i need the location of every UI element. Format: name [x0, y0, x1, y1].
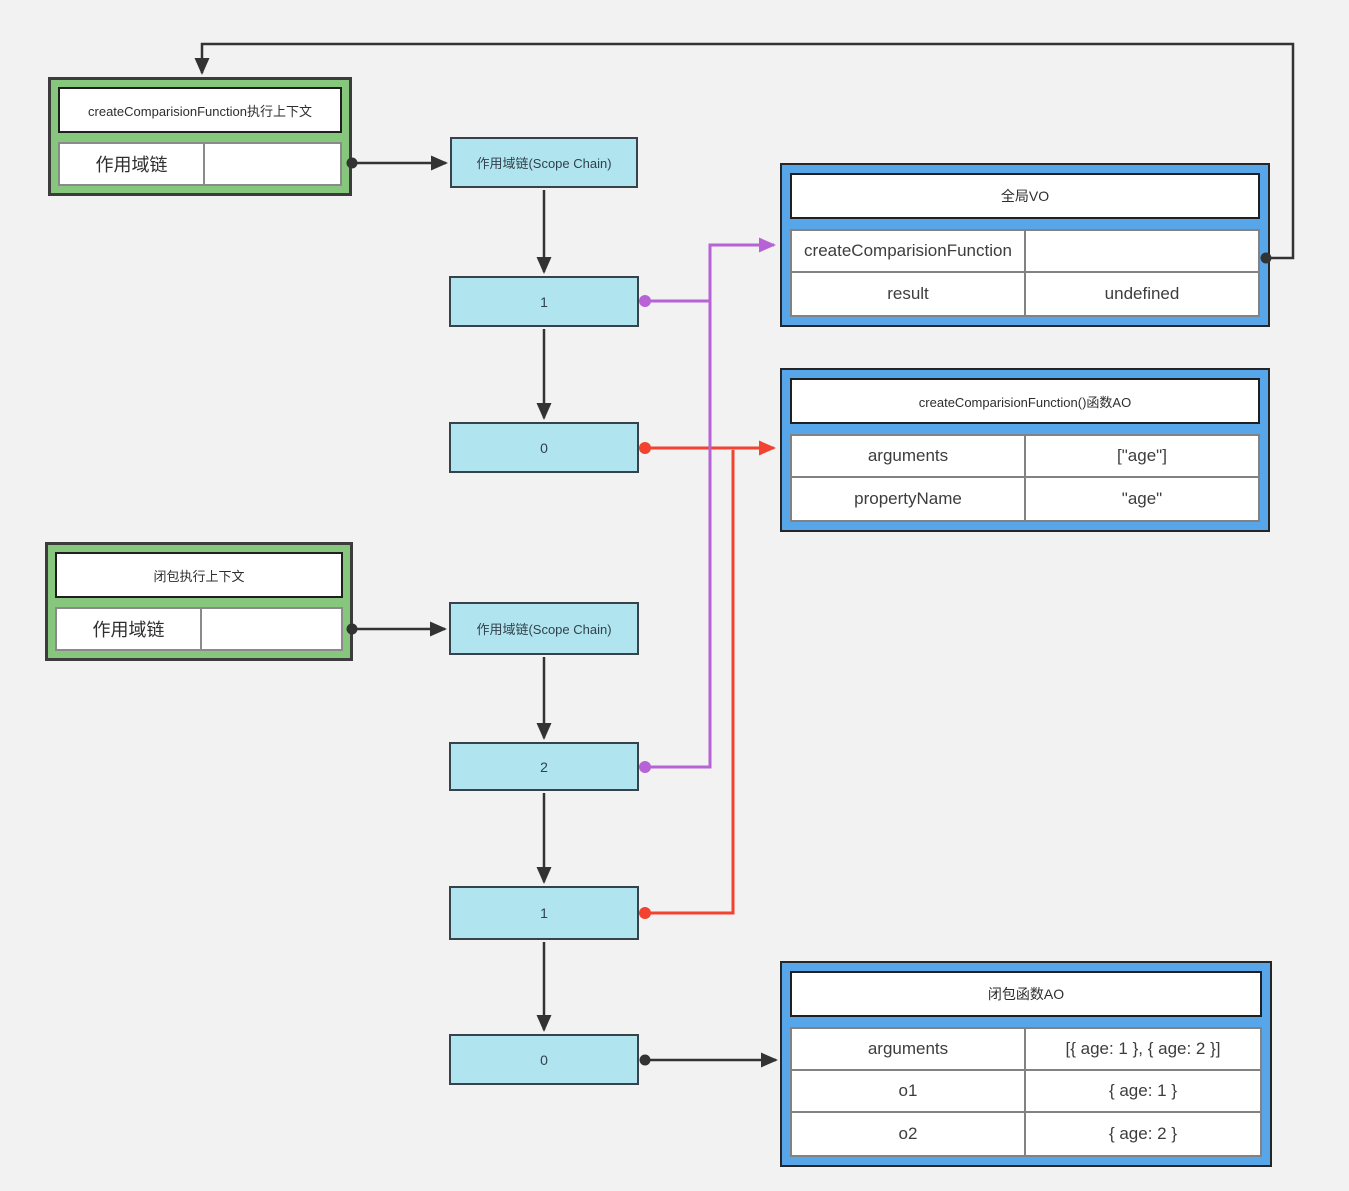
scope-chain-slot-value	[205, 144, 340, 184]
table-row: arguments [{ age: 1 }, { age: 2 }]	[792, 1029, 1260, 1071]
chain2-node-0: 0	[449, 1034, 639, 1085]
table-rows: arguments [{ age: 1 }, { age: 2 }] o1 { …	[790, 1027, 1262, 1157]
connection-dot	[639, 1054, 651, 1066]
table-row: arguments ["age"]	[792, 436, 1258, 478]
row-value: undefined	[1104, 284, 1180, 303]
connection-dot	[639, 442, 651, 454]
row-key: arguments	[792, 436, 1026, 476]
exec-context-title: createComparisionFunction执行上下文	[58, 87, 342, 133]
chain1-node-0: 0	[449, 422, 639, 473]
table-row: propertyName "age"	[792, 478, 1258, 520]
row-key: createComparisionFunction	[792, 231, 1026, 271]
chain2-node-1: 1	[449, 886, 639, 940]
scope-chain-slot-value	[202, 609, 341, 649]
scope-chain-slot-row: 作用域链	[58, 142, 342, 186]
connection-dot	[639, 761, 651, 773]
row-key: propertyName	[792, 478, 1026, 520]
row-value: { age: 2 }	[1108, 1124, 1178, 1143]
table-rows: createComparisionFunction result undefin…	[790, 229, 1260, 317]
row-value: { age: 1 }	[1108, 1081, 1178, 1100]
scope-chain-slot-row: 作用域链	[55, 607, 343, 651]
table-create-comparision-ao: createComparisionFunction()函数AO argument…	[780, 368, 1270, 532]
table-row: result undefined	[792, 273, 1258, 315]
table-row: o2 { age: 2 }	[792, 1113, 1260, 1155]
row-key: o2	[792, 1113, 1026, 1155]
chain1-node-1: 1	[449, 276, 639, 327]
exec-context-create-comparision: createComparisionFunction执行上下文 作用域链	[48, 77, 352, 196]
table-title: 全局VO	[790, 173, 1260, 219]
table-row: createComparisionFunction	[792, 231, 1258, 273]
table-title: createComparisionFunction()函数AO	[790, 378, 1260, 424]
table-row: o1 { age: 1 }	[792, 1071, 1260, 1113]
connection-dot	[639, 295, 651, 307]
row-value	[1026, 231, 1258, 271]
table-rows: arguments ["age"] propertyName "age"	[790, 434, 1260, 522]
chain2-scope-chain-node: 作用域链(Scope Chain)	[449, 602, 639, 655]
chain1-scope-chain-node: 作用域链(Scope Chain)	[450, 137, 638, 188]
table-global-vo: 全局VO createComparisionFunction result un…	[780, 163, 1270, 327]
row-key: result	[792, 273, 1026, 315]
connector-chain2-2-to-global-vo	[645, 237, 776, 769]
row-key: o1	[792, 1071, 1026, 1111]
row-key: arguments	[792, 1029, 1026, 1069]
chain2-node-2: 2	[449, 742, 639, 791]
exec-context-closure: 闭包执行上下文 作用域链	[45, 542, 353, 661]
row-value: [{ age: 1 }, { age: 2 }]	[1065, 1039, 1221, 1058]
scope-chain-slot-label: 作用域链	[60, 144, 205, 184]
table-closure-ao: 闭包函数AO arguments [{ age: 1 }, { age: 2 }…	[780, 961, 1272, 1167]
table-title: 闭包函数AO	[790, 971, 1262, 1017]
connection-dot	[639, 907, 651, 919]
connector-chain2-1-to-ao	[645, 450, 735, 915]
row-value: "age"	[1121, 489, 1163, 508]
exec-context-title: 闭包执行上下文	[55, 552, 343, 598]
row-value: ["age"]	[1117, 446, 1167, 465]
scope-chain-slot-label: 作用域链	[57, 609, 202, 649]
